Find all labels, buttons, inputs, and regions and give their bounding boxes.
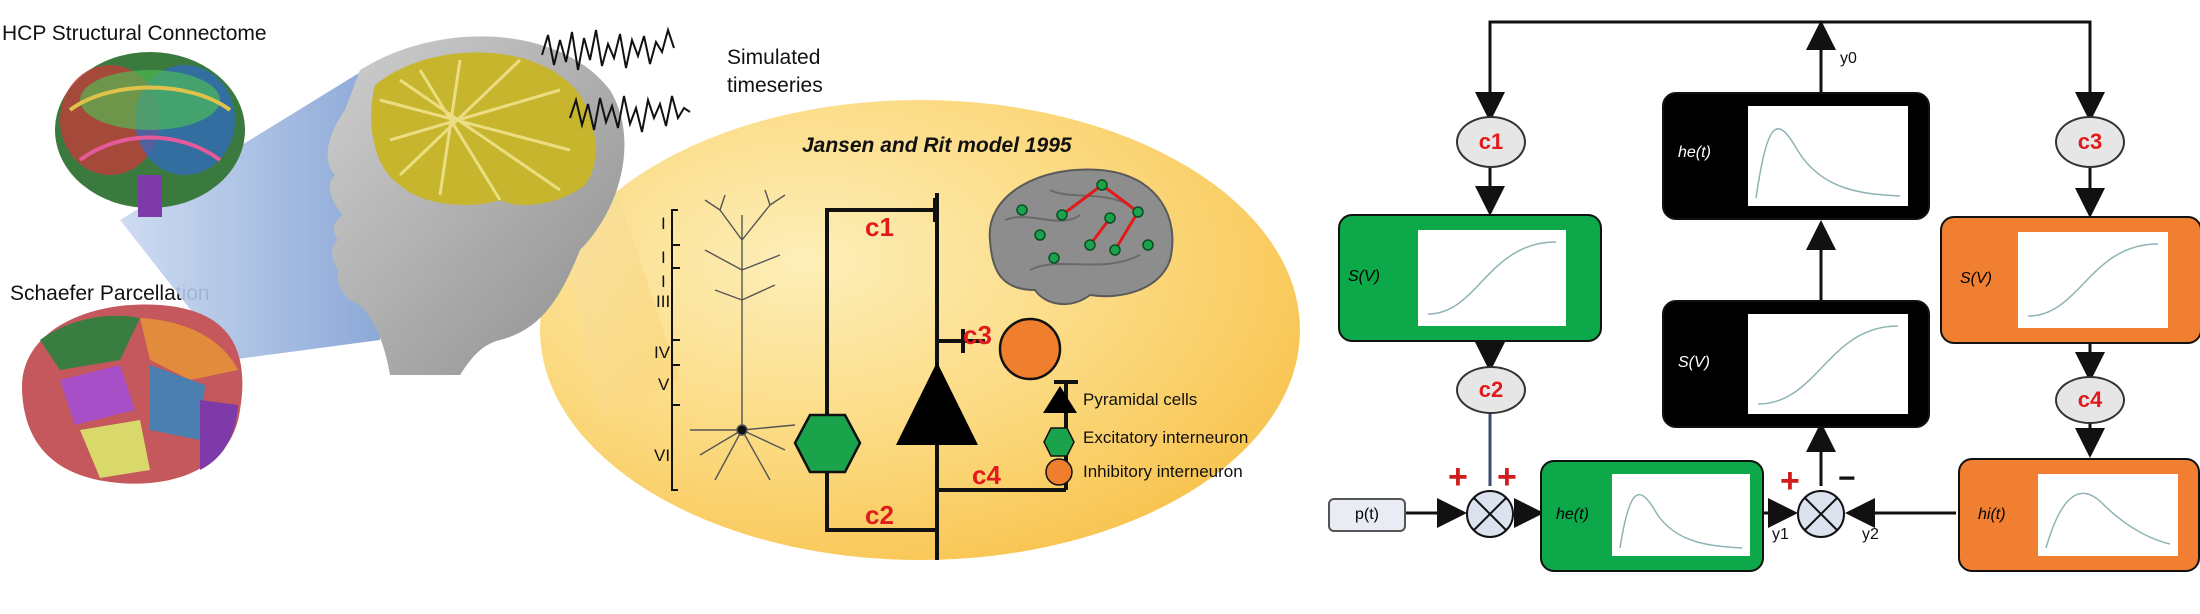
hi-kernel-block-label: hi(t) xyxy=(1978,506,2006,523)
connection-label-c2: c2 xyxy=(865,500,894,530)
legend-label-pyramidal: Pyramidal cells xyxy=(1083,390,1198,409)
gain-node-c3: c3 xyxy=(2055,116,2125,168)
gain-node-c2: c2 xyxy=(1456,366,1526,414)
sigmoid-block-right: S(V) xyxy=(1940,216,2200,344)
sigmoid-block-middle-label: S(V) xyxy=(1678,354,1710,371)
gain-node-c1: c1 xyxy=(1456,116,1526,168)
layer-label-2: I xyxy=(661,248,666,267)
timeseries-label: Simulated timeseries xyxy=(727,44,823,100)
output-label-y2: y2 xyxy=(1862,526,1879,543)
legend-triangle-icon xyxy=(1043,386,1077,413)
summation-node-1 xyxy=(1466,490,1514,538)
pyramidal-cell-node xyxy=(896,362,978,445)
layer-label-3: I xyxy=(661,272,666,291)
sigmoid-block-middle: S(V) xyxy=(1662,300,1930,428)
inhibitory-interneuron-node xyxy=(998,317,1062,381)
input-signal-label: p(t) xyxy=(1355,506,1379,523)
plus-sign-1: + xyxy=(1448,458,1468,496)
connectome-brain-image xyxy=(55,52,245,217)
gain-node-c4-label: c4 xyxy=(2077,387,2103,412)
gain-node-c2-label: c2 xyxy=(1478,377,1504,402)
excitatory-interneuron-node xyxy=(793,413,862,474)
brain-in-head xyxy=(371,52,596,205)
layer-label-7: VI xyxy=(654,446,671,465)
sigmoid-block-left: S(V) xyxy=(1338,214,1602,342)
he-kernel-block-bottom-label: he(t) xyxy=(1556,506,1589,523)
model-title: Jansen and Rit model 1995 xyxy=(802,134,1072,157)
he-kernel-block-top-label: he(t) xyxy=(1678,144,1711,161)
hi-kernel-block: hi(t) xyxy=(1958,458,2200,572)
layer-label-5: IV xyxy=(654,343,671,362)
cortical-layer-bracket xyxy=(671,209,680,491)
connection-label-c3: c3 xyxy=(963,320,992,350)
parcellation-brain-image xyxy=(21,304,243,484)
hi-kernel-plot xyxy=(2038,474,2178,556)
sigmoid-block-right-label: S(V) xyxy=(1960,270,1992,287)
network-brain-image xyxy=(988,168,1174,306)
legend-label-inhibitory: Inhibitory interneuron xyxy=(1083,462,1243,481)
plus-sign-2: + xyxy=(1497,458,1517,496)
plus-sign-3: + xyxy=(1780,462,1800,500)
connectome-title: HCP Structural Connectome xyxy=(2,22,267,45)
input-signal-box: p(t) xyxy=(1328,498,1406,532)
gain-node-c3-label: c3 xyxy=(2077,129,2103,154)
minus-sign: − xyxy=(1838,462,1856,495)
left-illustration xyxy=(21,26,1300,560)
summation-node-2 xyxy=(1797,490,1845,538)
legend-label-excitatory: Excitatory interneuron xyxy=(1083,428,1249,447)
output-label-y1: y1 xyxy=(1772,526,1789,543)
neuron-sketch xyxy=(690,189,796,481)
timeseries-wave-2 xyxy=(569,95,691,133)
layer-label-1: I xyxy=(661,214,666,233)
projection-beam-blue xyxy=(120,60,380,360)
he-kernel-plot-bottom xyxy=(1612,474,1750,556)
legend-circle-icon xyxy=(1045,458,1073,486)
sigmoid-block-left-label: S(V) xyxy=(1348,268,1380,285)
layer-label-6: V xyxy=(658,375,670,394)
sigmoid-plot-right xyxy=(2018,232,2168,328)
legend-hexagon-icon xyxy=(1043,427,1075,457)
he-kernel-block-top: he(t) xyxy=(1662,92,1930,220)
connection-label-c4: c4 xyxy=(972,460,1001,490)
parcellation-title: Schaefer Parcellation xyxy=(10,282,210,305)
layer-label-4: III xyxy=(656,292,671,311)
he-kernel-plot-top xyxy=(1748,106,1908,206)
sigmoid-plot-middle xyxy=(1748,314,1908,414)
gain-node-c4: c4 xyxy=(2055,376,2125,424)
timeseries-label-line2: timeseries xyxy=(727,74,823,97)
timeseries-wave-1 xyxy=(541,26,675,71)
gain-node-c1-label: c1 xyxy=(1478,129,1504,154)
he-kernel-block-bottom: he(t) xyxy=(1540,460,1764,572)
connection-label-c1: c1 xyxy=(865,212,894,242)
output-label-y0: y0 xyxy=(1840,50,1857,67)
timeseries-label-line1: Simulated xyxy=(727,46,821,69)
sigmoid-plot-left xyxy=(1418,230,1566,326)
